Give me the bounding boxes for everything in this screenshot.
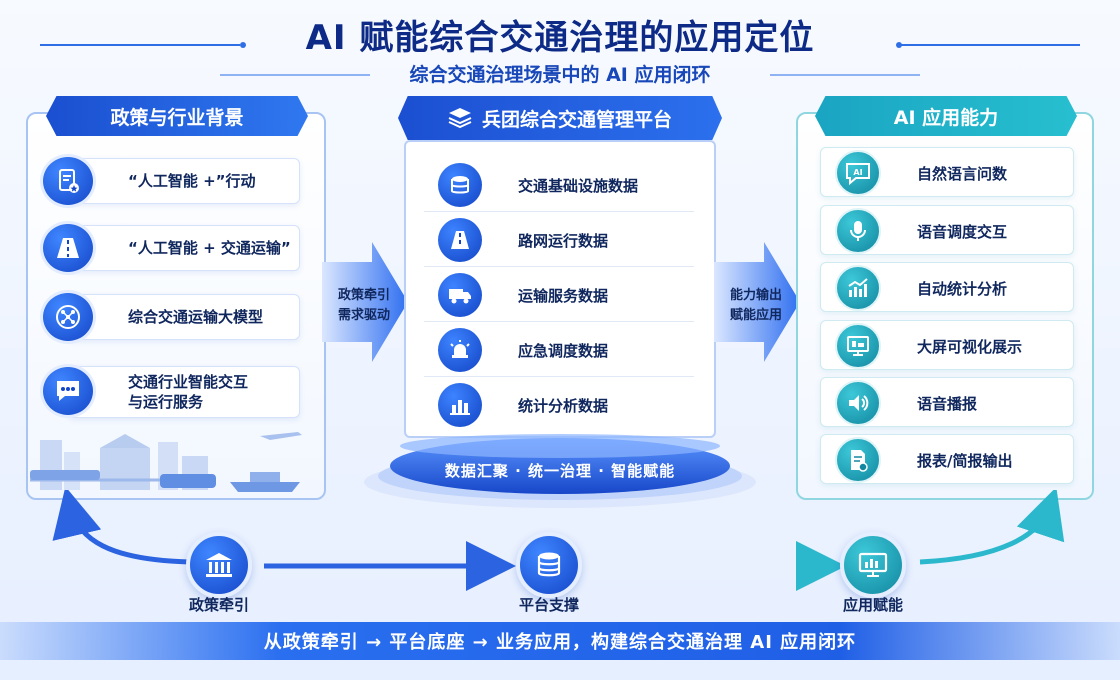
center-to-right-arrow-label: 能力输出 赋能应用	[729, 288, 782, 323]
ai-capability-label: 语音播报	[917, 394, 978, 413]
policy-item-card	[68, 158, 300, 204]
flow-node-application	[840, 532, 906, 598]
ai-capability-label: 大屏可视化展示	[917, 337, 1023, 356]
flow-node-policy	[186, 532, 252, 598]
road-icon	[438, 218, 482, 262]
policy-item-card	[68, 366, 300, 418]
layers-icon	[448, 108, 472, 129]
dashboard-screen-icon	[858, 552, 888, 577]
policy-panel-title: 政策与行业背景	[46, 96, 308, 136]
bar-chart-icon	[438, 383, 482, 427]
platform-data-item: 统计分析数据	[424, 378, 694, 432]
truck-icon	[438, 273, 482, 317]
header-deco-line-left	[40, 44, 240, 46]
ai-capability-item: AI 自然语言问数	[820, 147, 1074, 197]
platform-data-label: 应急调度数据	[518, 341, 609, 360]
speaker-icon	[835, 380, 881, 426]
footer-banner: 从政策牵引 → 平台底座 → 业务应用，构建综合交通治理 AI 应用闭环	[0, 622, 1120, 660]
policy-item-label: 综合交通运输大模型	[128, 308, 264, 326]
platform-data-item: 路网运行数据	[424, 213, 694, 267]
platform-base-disc	[364, 434, 756, 508]
center-to-right-arrow	[714, 242, 800, 362]
platform-data-label: 统计分析数据	[518, 396, 609, 415]
platform-data-label: 交通基础设施数据	[518, 176, 639, 195]
policy-item: “人工智能 + 交通运输”	[40, 221, 300, 275]
ai-capability-label: 自然语言问数	[917, 164, 1008, 183]
left-to-center-arrow-label: 政策牵引 需求驱动	[337, 288, 390, 323]
database-icon	[438, 163, 482, 207]
policy-item-label: “人工智能 +”行动	[128, 172, 256, 190]
growth-chart-icon	[835, 265, 881, 311]
policy-item: 综合交通运输大模型	[40, 290, 300, 344]
policy-item-label: 交通行业智能交互 与运行服务	[128, 373, 249, 411]
header-deco-dot-left	[240, 42, 246, 48]
policy-item-card	[68, 294, 300, 340]
header-deco-line-left-lower	[220, 74, 370, 76]
neural-network-icon	[40, 290, 96, 344]
left-to-center-arrow	[322, 242, 408, 362]
ai-capability-item: 语音播报	[820, 377, 1074, 427]
ai-capability-label: 自动统计分析	[917, 279, 1008, 298]
platform-title: 兵团综合交通管理平台	[398, 96, 722, 140]
server-icon	[537, 552, 561, 577]
platform-data-label: 路网运行数据	[518, 231, 609, 250]
ai-capability-label: 语音调度交互	[917, 222, 1008, 241]
header-deco-line-right-lower	[770, 74, 920, 76]
platform-data-item: 应急调度数据	[424, 323, 694, 377]
ai-capability-label: 报表/简报输出	[917, 451, 1013, 470]
ai-capability-item: 自动统计分析	[820, 262, 1074, 312]
platform-data-item: 交通基础设施数据	[424, 158, 694, 212]
ai-capability-item: 大屏可视化展示	[820, 320, 1074, 370]
svg-text:AI: AI	[853, 168, 862, 177]
chat-bubble-icon	[40, 364, 96, 418]
monitor-icon	[835, 323, 881, 369]
platform-data-item: 运输服务数据	[424, 268, 694, 322]
policy-item-card	[68, 225, 300, 271]
closed-loop-flow-arrows	[52, 490, 1065, 591]
policy-item-label: “人工智能 + 交通运输”	[128, 239, 291, 257]
siren-icon	[438, 328, 482, 372]
platform-title-label: 兵团综合交通管理平台	[481, 108, 672, 131]
flow-label-platform: 平台支撑	[518, 596, 579, 614]
platform-base-label: 数据汇聚 · 统一治理 · 智能赋能	[444, 462, 676, 480]
flow-label-policy: 政策牵引	[188, 596, 249, 614]
header-deco-line-right	[900, 44, 1080, 46]
report-icon	[835, 437, 881, 483]
city-skyline-illustration	[30, 432, 302, 492]
government-building-icon	[206, 553, 232, 577]
ai-capability-item: 报表/简报输出	[820, 434, 1074, 484]
header-deco-dot-right	[896, 42, 902, 48]
page-title: AI 赋能综合交通治理的应用定位	[305, 18, 815, 58]
policy-item: “人工智能 +”行动	[40, 154, 300, 208]
flow-label-application: 应用赋能	[842, 596, 903, 614]
ai-chat-icon: AI	[835, 150, 881, 196]
policy-item: 交通行业智能交互 与运行服务	[40, 362, 300, 422]
document-star-icon	[40, 154, 96, 208]
road-icon	[40, 221, 96, 275]
flow-node-platform	[516, 532, 582, 598]
page-subtitle: 综合交通治理场景中的 AI 应用闭环	[409, 64, 711, 86]
ai-capability-title: AI 应用能力	[815, 96, 1077, 136]
platform-data-label: 运输服务数据	[518, 286, 609, 305]
microphone-icon	[835, 208, 881, 254]
ai-capability-item: 语音调度交互	[820, 205, 1074, 255]
